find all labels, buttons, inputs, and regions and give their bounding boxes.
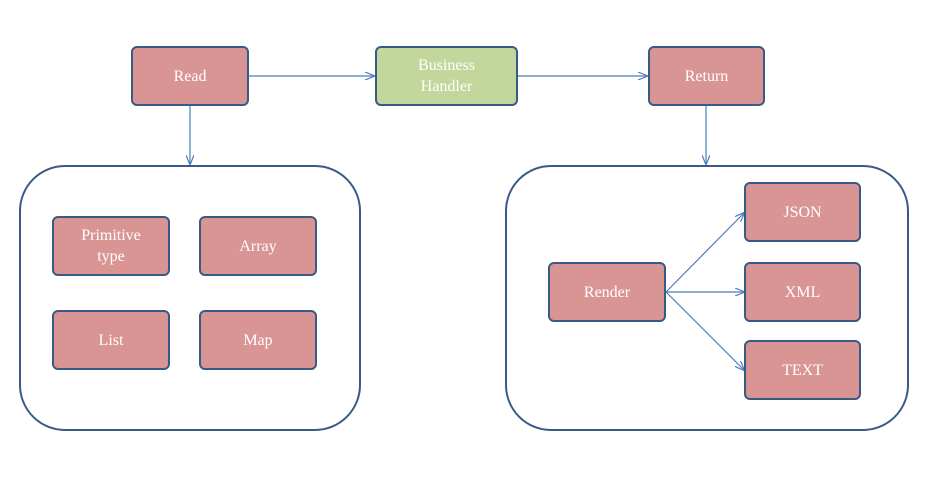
text-label: TEXT [782, 361, 823, 379]
read-node: Read [131, 46, 249, 106]
render-label: Render [583, 283, 631, 301]
array-node: Array [199, 216, 317, 276]
xml-label: XML [784, 283, 821, 301]
map-label: Map [243, 331, 273, 349]
return-node: Return [648, 46, 765, 106]
map-node: Map [199, 310, 317, 370]
input-types-group [19, 165, 361, 431]
render-node: Render [548, 262, 666, 322]
business-handler-label: Business Handler [418, 57, 475, 95]
primitive-type-label: Primitive type [81, 227, 141, 265]
list-node: List [52, 310, 170, 370]
read-label: Read [173, 67, 207, 85]
primitive-type-node: Primitive type [52, 216, 170, 276]
json-label: JSON [783, 203, 822, 221]
array-label: Array [239, 237, 277, 255]
text-node: TEXT [744, 340, 861, 400]
list-label: List [98, 331, 124, 349]
return-label: Return [684, 67, 729, 85]
json-node: JSON [744, 182, 861, 242]
xml-node: XML [744, 262, 861, 322]
business-handler-node: Business Handler [375, 46, 518, 106]
